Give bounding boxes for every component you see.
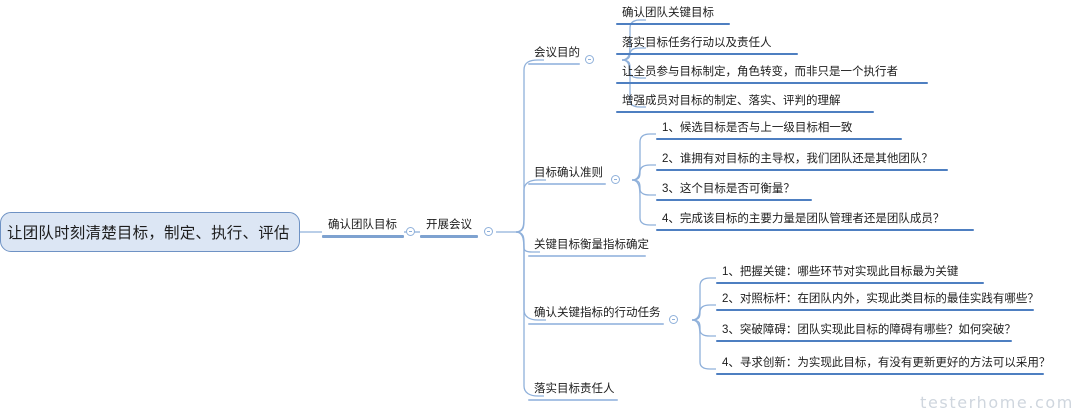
node-underline	[656, 228, 974, 232]
branch-node-assign-owner[interactable]: 落实目标责任人	[528, 383, 618, 401]
root-node[interactable]: 让团队时刻清楚目标，制定、执行、评估	[0, 212, 300, 252]
collapse-minus-icon[interactable]	[585, 55, 594, 64]
leaf-node[interactable]: 1、把握关键：哪些环节对实现此目标最为关键	[716, 266, 984, 285]
leaf-node[interactable]: 落实目标任务行动以及责任人	[616, 37, 798, 56]
node-underline	[528, 62, 580, 65]
node-underline	[528, 254, 646, 257]
node-underline	[420, 234, 478, 238]
leaf-node-label: 落实目标任务行动以及责任人	[622, 37, 772, 49]
node-underline	[616, 52, 798, 56]
node-underline	[616, 22, 730, 26]
node-underline	[656, 198, 812, 202]
node-underline	[528, 398, 618, 401]
leaf-node[interactable]: 4、完成该目标的主要力量是团队管理者还是团队成员？	[656, 213, 974, 232]
leaf-node-label: 1、把握关键：哪些环节对实现此目标最为关键	[722, 266, 959, 278]
spine-node-hold-meeting[interactable]: 开展会议	[420, 219, 478, 238]
leaf-node-label: 1、候选目标是否与上一级目标相一致	[662, 122, 853, 134]
branch-node-meeting-purpose[interactable]: 会议目的	[528, 47, 580, 65]
node-underline	[656, 168, 948, 172]
branch-node-label: 落实目标责任人	[534, 383, 615, 395]
branch-node-goal-criteria[interactable]: 目标确认准则	[528, 167, 606, 185]
node-underline	[716, 281, 984, 285]
node-underline	[616, 81, 928, 85]
leaf-node-label: 2、对照标杆：在团队内外，实现此类目标的最佳实践有哪些？	[722, 293, 1039, 305]
spine-node-confirm-team-goal[interactable]: 确认团队目标	[322, 219, 404, 238]
collapse-minus-icon[interactable]	[611, 175, 620, 184]
spine-node-label: 开展会议	[426, 219, 472, 231]
branch-node-label: 确认关键指标的行动任务	[534, 307, 661, 319]
node-underline	[716, 372, 1044, 376]
leaf-node[interactable]: 1、候选目标是否与上一级目标相一致	[656, 122, 902, 141]
leaf-node[interactable]: 3、突破障碍：团队实现此目标的障碍有哪些？如何突破？	[716, 324, 1016, 343]
branch-node-action-tasks[interactable]: 确认关键指标的行动任务	[528, 307, 664, 325]
node-underline	[656, 137, 902, 141]
node-underline	[528, 322, 664, 325]
leaf-node-label: 2、谁拥有对目标的主导权，我们团队还是其他团队？	[662, 153, 933, 165]
leaf-node[interactable]: 4、寻求创新：为实现此目标，有没有更新更好的方法可以采用？	[716, 357, 1051, 376]
leaf-node[interactable]: 让全员参与目标制定，角色转变，而非只是一个执行者	[616, 66, 928, 85]
leaf-node[interactable]: 确认团队关键目标	[616, 7, 730, 26]
spine-node-label: 确认团队目标	[328, 219, 397, 231]
node-underline	[322, 234, 404, 238]
leaf-node[interactable]: 2、谁拥有对目标的主导权，我们团队还是其他团队？	[656, 153, 948, 172]
leaf-node-label: 4、寻求创新：为实现此目标，有没有更新更好的方法可以采用？	[722, 357, 1051, 369]
leaf-node[interactable]: 2、对照标杆：在团队内外，实现此类目标的最佳实践有哪些？	[716, 293, 1039, 312]
root-node-label: 让团队时刻清楚目标，制定、执行、评估	[7, 225, 290, 242]
watermark: testerhome.com	[920, 393, 1074, 412]
leaf-node-label: 4、完成该目标的主要力量是团队管理者还是团队成员？	[662, 213, 945, 225]
node-underline	[716, 339, 1012, 343]
branch-node-label: 目标确认准则	[534, 167, 603, 179]
collapse-minus-icon[interactable]	[406, 227, 415, 236]
branch-node-label: 会议目的	[534, 47, 580, 59]
leaf-node-label: 让全员参与目标制定，角色转变，而非只是一个执行者	[622, 66, 898, 78]
node-underline	[616, 110, 874, 114]
leaf-node[interactable]: 增强成员对目标的制定、落实、评判的理解	[616, 95, 874, 114]
branch-node-label: 关键目标衡量指标确定	[534, 239, 649, 251]
leaf-node[interactable]: 3、这个目标是否可衡量？	[656, 183, 812, 202]
leaf-node-label: 3、突破障碍：团队实现此目标的障碍有哪些？如何突破？	[722, 324, 1016, 336]
collapse-minus-icon[interactable]	[669, 315, 678, 324]
collapse-minus-icon[interactable]	[484, 227, 493, 236]
leaf-node-label: 3、这个目标是否可衡量？	[662, 183, 795, 195]
leaf-node-label: 确认团队关键目标	[622, 7, 714, 19]
node-underline	[528, 182, 606, 185]
leaf-node-label: 增强成员对目标的制定、落实、评判的理解	[622, 95, 841, 107]
branch-node-key-metrics[interactable]: 关键目标衡量指标确定	[528, 239, 649, 257]
node-underline	[716, 308, 1034, 312]
